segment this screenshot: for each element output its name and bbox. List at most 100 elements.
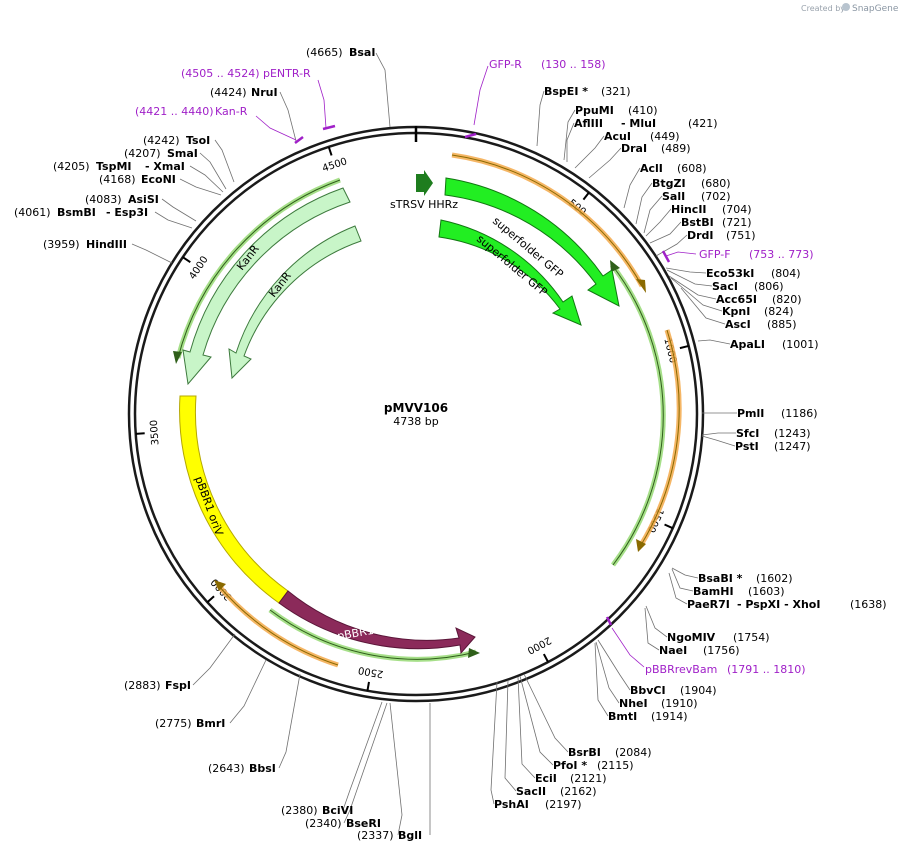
site-name: BmtI — [608, 710, 637, 723]
scale-tick — [542, 653, 549, 663]
primer-labels: GFP-R (130 .. 158) (4505 .. 4524) pENTR-… — [135, 58, 814, 676]
site-leader-lines — [131, 52, 737, 836]
primer-pos: (753 .. 773) — [749, 248, 814, 261]
site-name: BglI — [398, 829, 422, 842]
site-name: BstBI — [681, 216, 714, 229]
site-pos: (1754) — [733, 631, 770, 644]
site-name: BsmBI — [57, 206, 96, 219]
site-name-extra: - PspXI - XhoI — [737, 598, 820, 611]
site-pos: (1243) — [774, 427, 811, 440]
site-pos: (2883) — [124, 679, 161, 692]
site-name: ApaLI — [730, 338, 765, 351]
restriction-sites: (4665) BsaI (4424) NruI (4242) TsoI (420… — [14, 46, 887, 842]
site-pos: (721) — [722, 216, 752, 229]
site-name: SalI — [662, 190, 685, 203]
site-pos: (1602) — [756, 572, 793, 585]
site-name: AclI — [640, 162, 663, 175]
site-pos: (4168) — [99, 173, 136, 186]
scale-tick — [206, 595, 215, 603]
site-name: PmlI — [737, 407, 764, 420]
feature-superfolder-gfp-1 — [444, 177, 620, 307]
site-pos: (2115) — [597, 759, 634, 772]
site-name: HindIII — [86, 238, 127, 251]
primer-pos: (4505 .. 4524) — [181, 67, 260, 80]
site-pos: (2197) — [545, 798, 582, 811]
site-pos: (608) — [677, 162, 707, 175]
site-name: SmaI — [167, 147, 198, 160]
scale-tick — [135, 432, 145, 435]
site-pos: (4083) — [85, 193, 122, 206]
site-pos: (4061) — [14, 206, 51, 219]
site-pos: (4207) — [124, 147, 161, 160]
site-name: BciVI — [322, 804, 353, 817]
site-pos: (1904) — [680, 684, 717, 697]
feature-pbbr1-rep — [278, 590, 476, 655]
site-pos: (2643) — [208, 762, 245, 775]
site-pos: (1247) — [774, 440, 811, 453]
site-name: DrdI — [687, 229, 714, 242]
scale-tick-label: 4000 — [187, 254, 210, 281]
site-pos: (806) — [754, 280, 784, 293]
scale-tick-label: 3500 — [149, 419, 162, 445]
site-name: PstI — [735, 440, 759, 453]
site-pos: (2340) — [305, 817, 342, 830]
site-name: BseRI — [346, 817, 381, 830]
site-pos: (751) — [726, 229, 756, 242]
annotation-arcs — [173, 152, 682, 668]
primer-pos: (1791 .. 1810) — [727, 663, 806, 676]
site-pos: (2337) — [357, 829, 394, 842]
site-name-extra: - Esp3I — [106, 206, 148, 219]
feature-kanr-2 — [228, 225, 362, 380]
scale-tick — [679, 344, 689, 350]
site-name: BspEI * — [544, 85, 588, 98]
site-name: AflIII — [574, 117, 603, 130]
plasmid-length: 4738 bp — [393, 415, 438, 428]
site-name: AscI — [725, 318, 751, 331]
scale-tick — [664, 523, 674, 530]
site-name: EciI — [535, 772, 557, 785]
site-name: BamHI — [693, 585, 734, 598]
site-pos: (1001) — [782, 338, 819, 351]
primer-name: Kan-R — [215, 105, 248, 118]
site-name: TsoI — [186, 134, 210, 147]
site-name: BsaI — [349, 46, 375, 59]
site-name-extra: - MluI — [621, 117, 656, 130]
site-pos: (680) — [701, 177, 731, 190]
site-pos: (3959) — [43, 238, 80, 251]
feature-label-pbbr1-oriv: pBBR1 oriV — [192, 475, 226, 538]
site-name: PaeR7I — [687, 598, 730, 611]
site-pos: (2380) — [281, 804, 318, 817]
snapgene-logo-icon — [842, 3, 850, 11]
site-name: Eco53kI — [706, 267, 754, 280]
site-pos: (885) — [767, 318, 797, 331]
site-name: PfoI * — [553, 759, 587, 772]
site-name: KpnI — [722, 305, 750, 318]
site-name: NruI — [251, 86, 278, 99]
site-pos: (824) — [764, 305, 794, 318]
site-pos: (1910) — [661, 697, 698, 710]
site-pos: (489) — [661, 142, 691, 155]
site-pos: (1914) — [651, 710, 688, 723]
site-pos: (820) — [772, 293, 802, 306]
site-name: HincII — [671, 203, 707, 216]
primer-pos: (4421 .. 4440) — [135, 105, 214, 118]
site-name: AcuI — [604, 130, 631, 143]
site-name: PshAI — [494, 798, 529, 811]
primer-name: GFP-R — [489, 58, 522, 71]
site-pos: (1603) — [748, 585, 785, 598]
site-name: NgoMIV — [667, 631, 716, 644]
scale-tick-label: 2000 — [525, 634, 553, 656]
feature-superfolder-gfp-2 — [438, 219, 582, 326]
site-pos: (4242) — [143, 134, 180, 147]
site-pos: (2775) — [155, 717, 192, 730]
site-pos: (704) — [722, 203, 752, 216]
site-pos: (4424) — [210, 86, 247, 99]
site-pos: (2162) — [560, 785, 597, 798]
site-pos: (4665) — [306, 46, 343, 59]
site-name: BbvCI — [630, 684, 666, 697]
site-name: SfcI — [736, 427, 759, 440]
feature-pbbr1-oriv — [179, 395, 289, 604]
site-name: DraI — [621, 142, 647, 155]
site-name: AsiSI — [128, 193, 159, 206]
